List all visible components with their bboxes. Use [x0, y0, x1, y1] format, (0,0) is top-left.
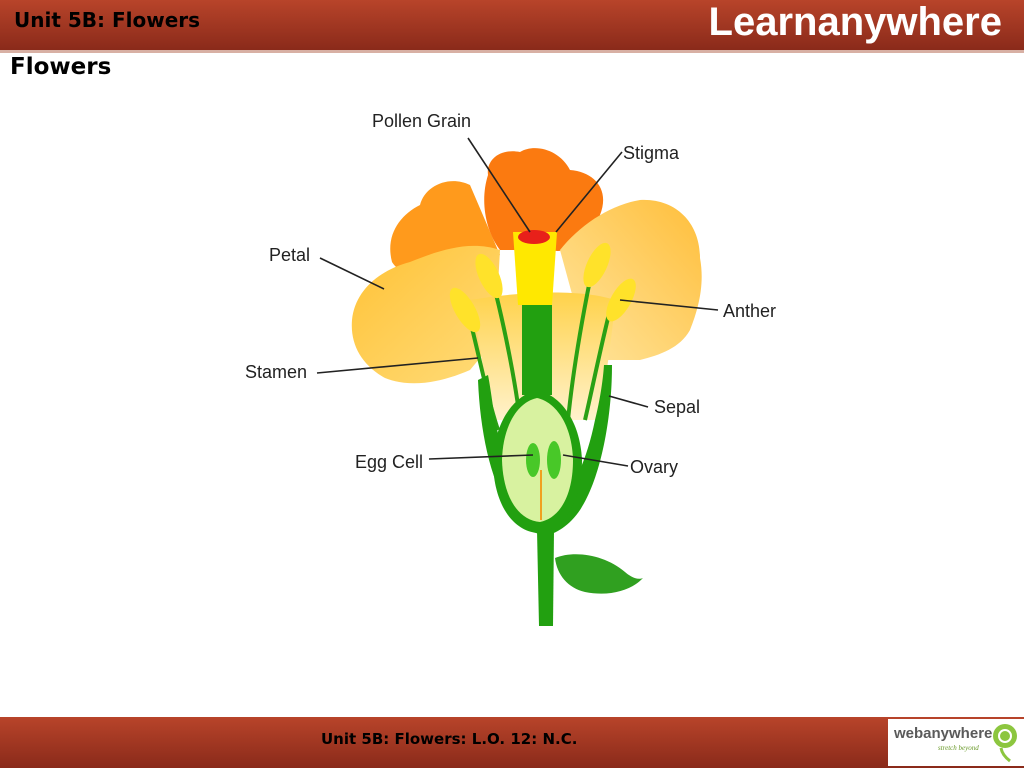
leader-sepal [608, 395, 649, 408]
stigma [518, 230, 550, 244]
footer-text: Unit 5B: Flowers: L.O. 12: N.C. [321, 730, 578, 748]
label-anther: Anther [723, 301, 776, 321]
header-divider [0, 50, 1024, 53]
petal-back-center [484, 148, 604, 251]
leader-stigma [555, 151, 623, 233]
leader-egg-cell [428, 454, 534, 460]
anther-3 [583, 242, 611, 288]
filament-3 [566, 279, 592, 421]
style [513, 232, 557, 305]
unit-title: Unit 5B: Flowers [14, 8, 201, 32]
anther-1 [449, 287, 481, 333]
leader-stamen [316, 357, 479, 374]
label-stamen: Stamen [245, 362, 307, 382]
leader-ovary [562, 454, 629, 467]
footer-bar [0, 717, 1024, 768]
header-bar [0, 0, 1024, 50]
anther-2 [475, 253, 503, 299]
petal-left [351, 245, 500, 384]
leaf-swirl-icon [993, 724, 1017, 763]
label-ovary: Ovary [630, 457, 678, 477]
webanywhere-logo: webanywhere stretch beyond [888, 719, 1024, 766]
label-sepal: Sepal [654, 397, 700, 417]
page-title: Flowers [10, 54, 112, 80]
label-pollen-grain: Pollen Grain [372, 111, 471, 131]
label-stigma: Stigma [623, 143, 680, 163]
leader-pollen-grain [467, 137, 531, 233]
label-egg-cell: Egg Cell [355, 452, 423, 472]
filament-4 [583, 309, 612, 421]
label-petal: Petal [269, 245, 310, 265]
leader-petal [319, 257, 385, 290]
leaf [555, 554, 643, 594]
egg-cell [526, 443, 540, 477]
logo-name: webanywhere [894, 725, 993, 742]
leader-anther [619, 299, 719, 311]
egg-cell-2 [547, 441, 561, 479]
stem-lower [537, 530, 554, 626]
logo-tagline: stretch beyond [938, 744, 979, 752]
brand-logo: Learnanywhere [708, 0, 1002, 44]
stem [522, 305, 552, 395]
